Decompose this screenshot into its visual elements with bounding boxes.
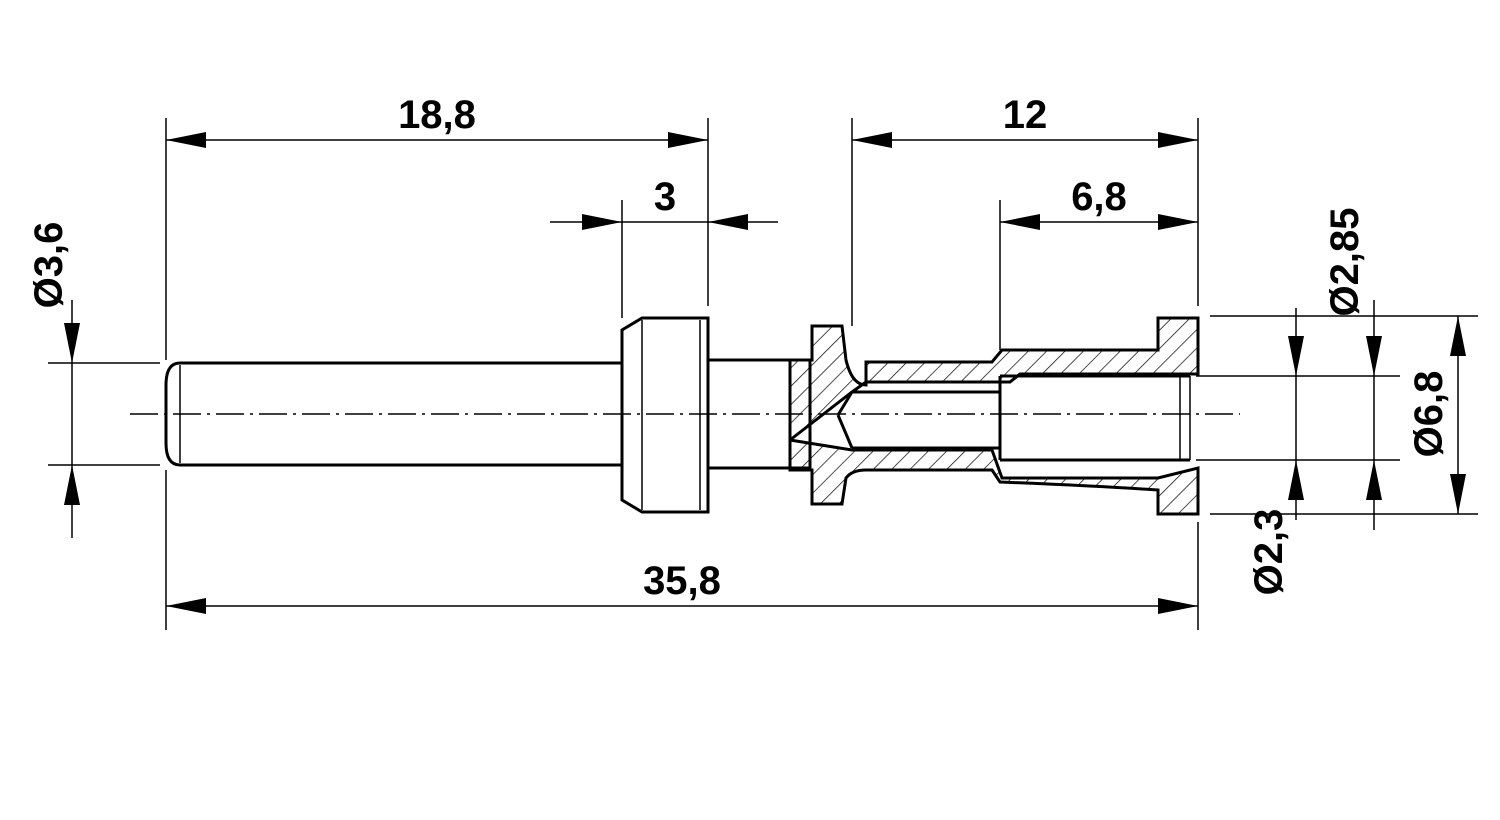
flange-section-upper — [788, 316, 1200, 444]
dim-outer-diameter: Ø6,8 — [1407, 371, 1451, 458]
dim-sleeve-length: 12 — [1003, 93, 1048, 137]
dim-pin-diameter: Ø3,6 — [27, 222, 71, 309]
contact-pin-part — [164, 316, 1200, 516]
dim-bore-diameter: Ø2,85 — [1323, 208, 1367, 317]
dim-bore-depth: 6,8 — [1071, 175, 1127, 219]
bore-chamfer-top — [836, 391, 854, 416]
dim-overall-length: 35,8 — [643, 559, 721, 603]
collar — [620, 316, 710, 514]
extension-lines — [48, 118, 1478, 630]
flange-section-lower — [788, 438, 1200, 516]
dim-collar-width: 3 — [654, 175, 676, 219]
dimension-lines — [64, 132, 1466, 614]
dim-pin-length: 18,8 — [398, 93, 476, 137]
dim-inner-diameter: Ø2,3 — [1247, 509, 1291, 596]
bore-chamfer-bottom — [836, 414, 854, 449]
